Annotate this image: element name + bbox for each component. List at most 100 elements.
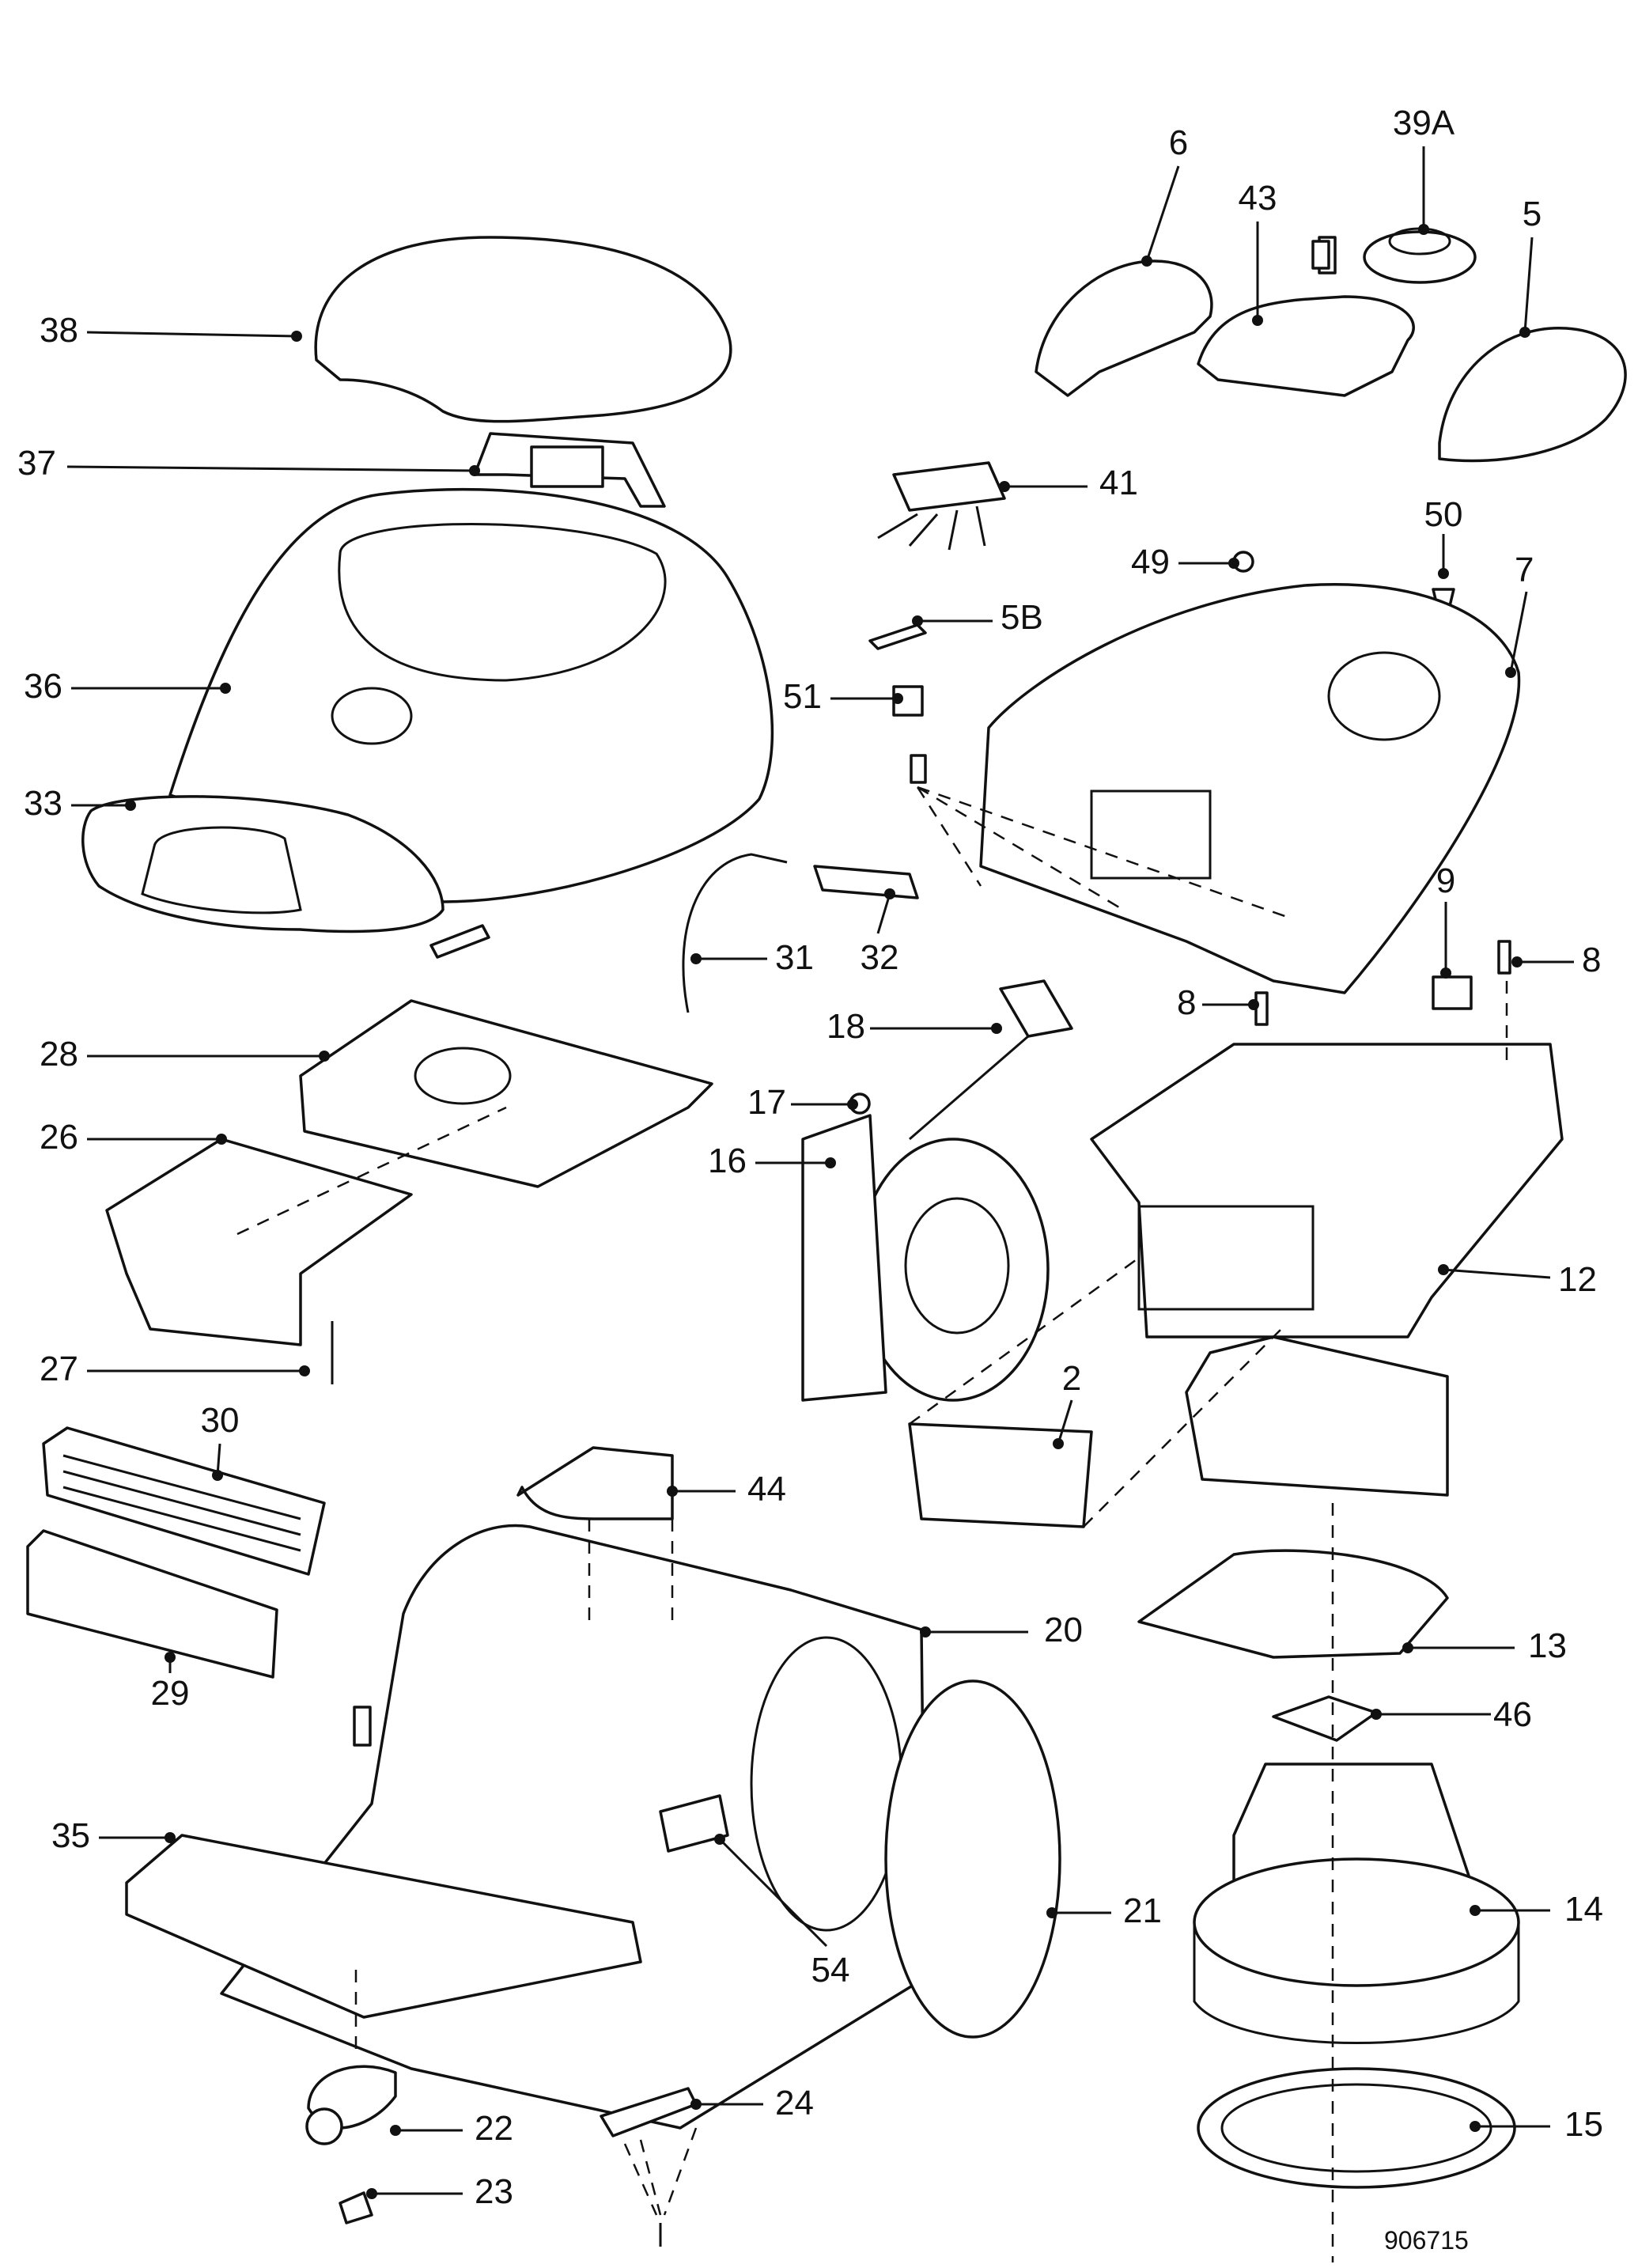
screw-top	[1311, 240, 1330, 270]
part-44-duct	[516, 1446, 674, 1520]
callout-label: 41	[1099, 464, 1138, 502]
part-5-right-cover	[1438, 327, 1627, 463]
callout-p39a: 39A	[1393, 104, 1455, 235]
part-16-cord-reel-outer	[857, 1138, 1050, 1402]
part-9-switch	[1432, 975, 1473, 1010]
leader-dot	[999, 481, 1010, 492]
screw-base	[353, 1706, 372, 1747]
leader-dot	[1511, 956, 1523, 967]
callout-label: 8	[1582, 941, 1601, 979]
callout-label: 51	[783, 677, 822, 716]
part-18-plug	[999, 979, 1073, 1038]
leader-line	[718, 1838, 828, 1948]
leader-dot	[847, 1099, 858, 1110]
callout-label: 44	[747, 1470, 786, 1509]
callout-p12: 12	[1438, 1260, 1597, 1299]
part-21-wheel	[884, 1679, 1061, 2039]
callout-p43: 43	[1239, 179, 1277, 326]
leader-dot	[1252, 315, 1263, 326]
callout-p24: 24	[690, 2084, 814, 2122]
leader-dot	[714, 1834, 725, 1845]
leader-dot	[366, 2188, 377, 2199]
part-18-cable	[909, 1035, 1029, 1141]
part-28-bag-tray	[299, 999, 713, 1188]
callout-p28: 28	[40, 1035, 330, 1073]
part-32-plug	[813, 865, 919, 899]
leader-dot	[1505, 667, 1516, 678]
callout-label: 21	[1123, 1891, 1162, 1930]
align-line-filter	[909, 1256, 1282, 1528]
part-13-gasket	[1137, 1549, 1449, 1659]
callout-label: 27	[40, 1350, 78, 1388]
leader-line	[1443, 1268, 1551, 1279]
part-41-connector	[892, 461, 1006, 512]
part-16-cord-reel-hub	[904, 1197, 1010, 1335]
callout-p29: 29	[151, 1652, 189, 1713]
callout-label: 18	[827, 1007, 865, 1046]
leader-dot	[920, 1626, 931, 1638]
callout-p13: 13	[1402, 1626, 1567, 1665]
leader-dot	[1438, 568, 1449, 579]
callout-label: 49	[1131, 543, 1170, 581]
leader-dot	[212, 1470, 223, 1481]
callout-p23: 23	[366, 2172, 513, 2211]
part-12-outlet	[1137, 1205, 1315, 1311]
leader-dot	[125, 800, 136, 811]
callout-label: 2	[1062, 1359, 1081, 1398]
part-drawings	[26, 227, 1627, 2247]
part-38-lid	[314, 236, 732, 423]
leader-dot	[1440, 967, 1451, 979]
callout-p32: 32	[861, 888, 898, 977]
leader-line	[876, 893, 891, 934]
leader-dot	[299, 1365, 310, 1376]
part-14-motor-body	[1193, 1922, 1520, 2044]
callout-label: 31	[775, 938, 814, 977]
part-7-main-body	[979, 583, 1521, 994]
callout-label: 54	[811, 1951, 850, 1990]
part-15-ring-inner	[1220, 2083, 1492, 2173]
leader-dot	[1248, 999, 1259, 1010]
part-23-plug	[339, 2191, 373, 2224]
drawing-reference-number: 906715	[1384, 2226, 1469, 2255]
callout-label: 22	[475, 2109, 513, 2148]
part-6-left-cover	[1035, 259, 1213, 397]
leader-dot	[291, 331, 302, 342]
part-20-base	[220, 1524, 927, 2130]
part-30-grille-mesh	[62, 1454, 301, 1552]
part-36-round-opening	[331, 687, 413, 745]
leader-dot	[469, 465, 480, 476]
callout-label: 37	[17, 444, 56, 483]
callout-p14: 14	[1470, 1890, 1603, 1929]
leader-dot	[825, 1157, 836, 1168]
part-12-motor-housing-top	[1090, 1043, 1564, 1338]
screw-bumper	[429, 924, 490, 959]
leader-dot	[1470, 1905, 1481, 1916]
callout-label: 8	[1177, 983, 1196, 1022]
leader-line	[1509, 591, 1528, 673]
leader-dot	[690, 2099, 702, 2110]
part-8-spring-a	[1254, 991, 1269, 1026]
callout-p5b: 5B	[912, 598, 1043, 637]
callout-label: 50	[1424, 495, 1463, 534]
align-line-bracket-screw	[623, 2127, 698, 2216]
callout-p15: 15	[1470, 2105, 1603, 2144]
leader-dot	[892, 693, 903, 704]
callout-p2: 2	[1053, 1359, 1081, 1449]
screw-body	[910, 754, 927, 784]
part-7-window	[1090, 789, 1212, 880]
callout-p46: 46	[1371, 1695, 1532, 1734]
leader-dot	[690, 953, 702, 964]
callout-p18: 18	[827, 1007, 1002, 1046]
callout-p9: 9	[1436, 861, 1455, 979]
part-5b-bracket	[868, 623, 927, 650]
callout-p30: 30	[201, 1401, 239, 1481]
part-8-spring-b	[1497, 940, 1511, 975]
leader-dot	[220, 683, 231, 694]
part-7-port	[1327, 651, 1441, 741]
callout-p36: 36	[24, 667, 231, 706]
callout-label: 7	[1515, 551, 1534, 589]
callout-p27: 27	[40, 1350, 310, 1388]
align-line-tray-holder	[236, 1106, 507, 1236]
callout-label: 36	[24, 667, 62, 706]
leader-dot	[1438, 1264, 1449, 1275]
